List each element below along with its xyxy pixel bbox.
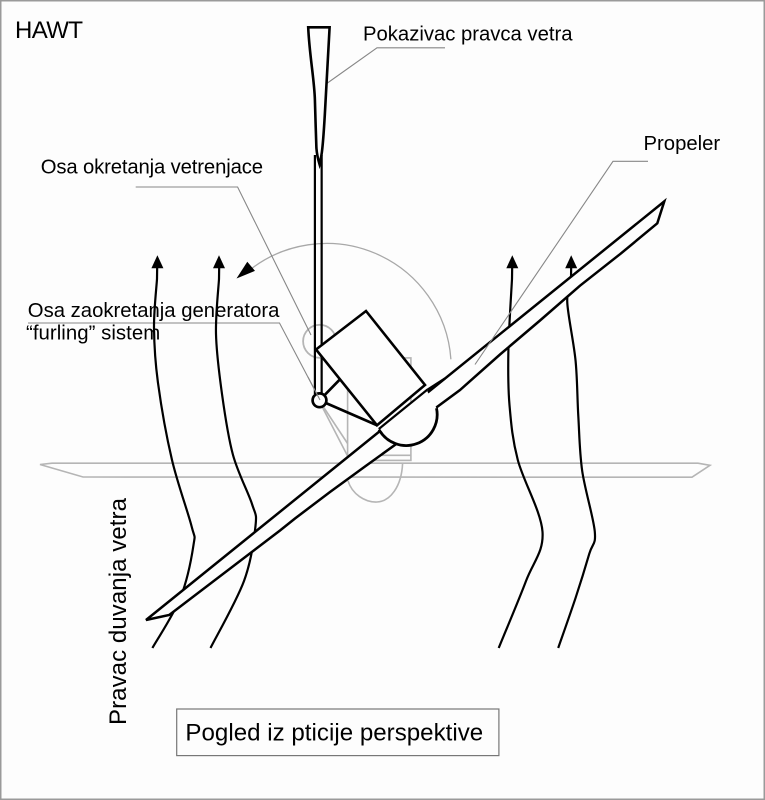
svg-text:Osa zaokretanja generatora: Osa zaokretanja generatora — [28, 300, 280, 322]
svg-text:“furling” sistem: “furling” sistem — [26, 323, 160, 345]
svg-text:Pravac duvanja vetra: Pravac duvanja vetra — [105, 497, 132, 725]
svg-text:HAWT: HAWT — [15, 17, 83, 44]
svg-text:Propeler: Propeler — [644, 133, 721, 155]
svg-text:Pokazivac pravca vetra: Pokazivac pravca vetra — [363, 23, 573, 45]
svg-text:Osa okretanja vetrenjace: Osa okretanja vetrenjace — [41, 157, 263, 179]
svg-text:Pogled iz pticije perspektive: Pogled iz pticije perspektive — [185, 719, 483, 746]
